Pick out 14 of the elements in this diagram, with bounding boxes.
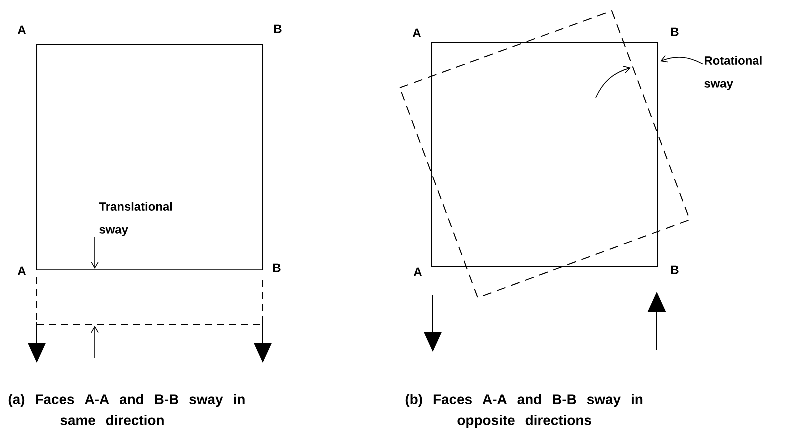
caption: (b) Faces A-A and B-B sway in opposite directions [406, 394, 643, 428]
sway-label: Rotational sway [704, 56, 762, 90]
vertex-label: B [273, 264, 281, 272]
caption: (a) Faces A-A and B-B sway in same direction [8, 394, 245, 426]
vertex-label: B [274, 24, 282, 34]
sway-label: Translational sway [99, 202, 172, 236]
vertex-label: B [671, 28, 679, 36]
leader-line [660, 55, 704, 65]
frame-box [432, 42, 658, 268]
vertex-label: A [18, 26, 26, 34]
vertex-label: B [671, 266, 679, 274]
vertex-label: A [18, 266, 26, 276]
vertex-label: A [414, 268, 422, 276]
vertex-label: A [412, 28, 421, 38]
